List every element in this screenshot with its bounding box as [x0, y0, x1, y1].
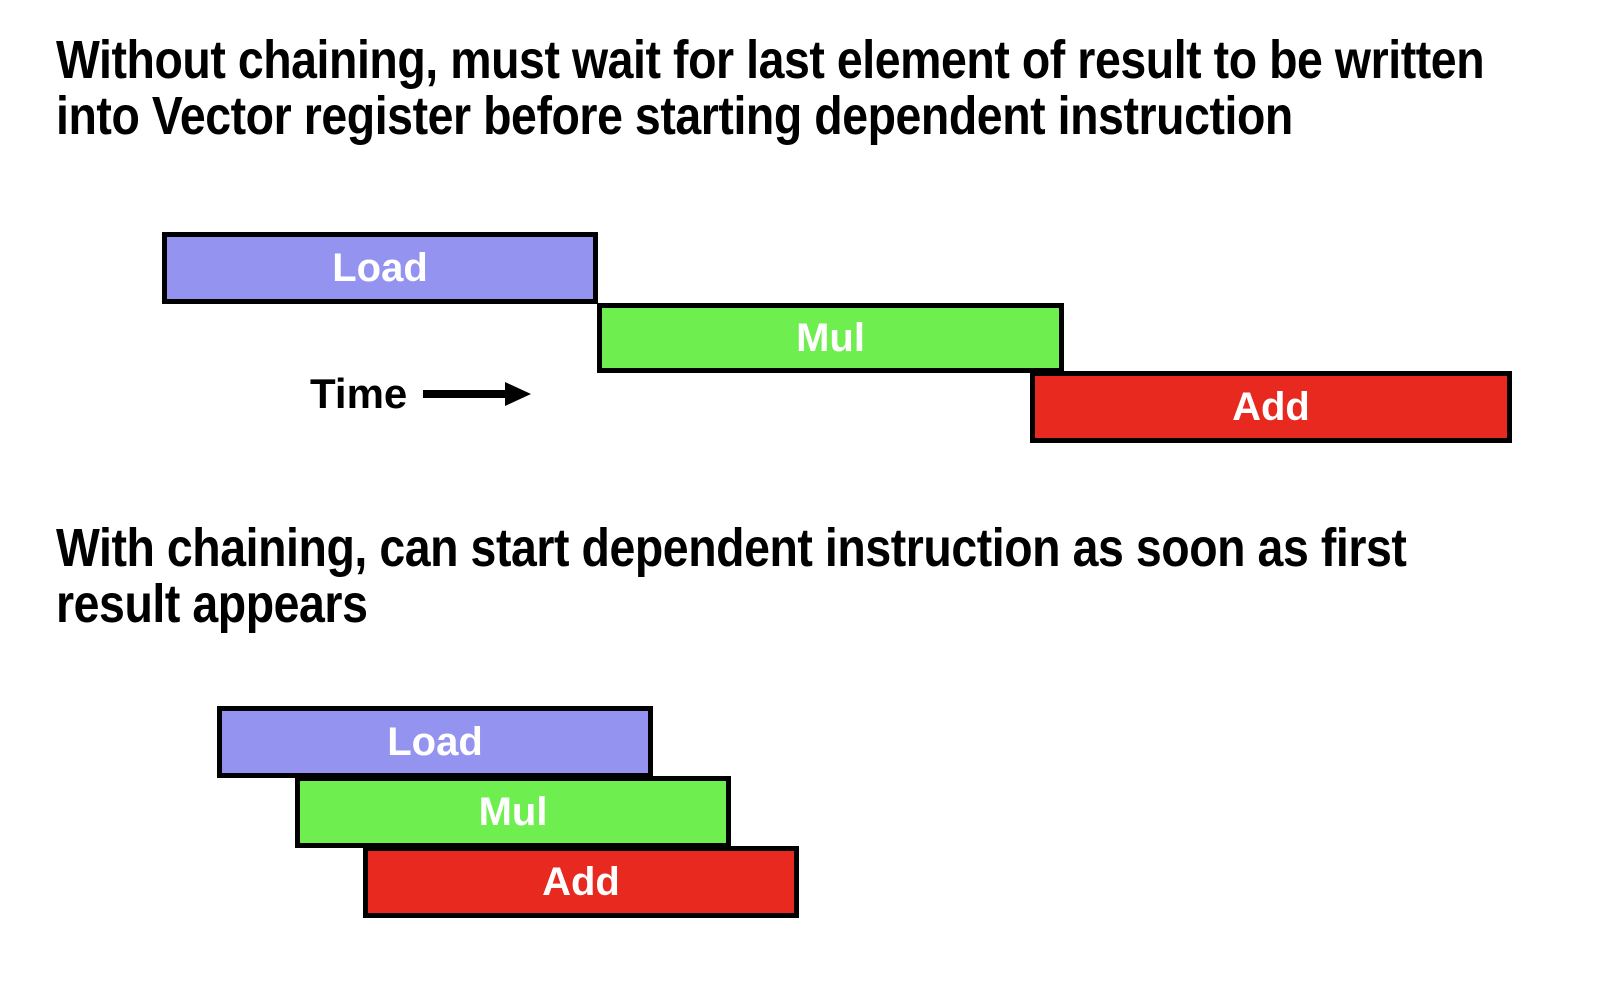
- bar-load-with-chaining: Load: [217, 706, 653, 778]
- bar-label-load: Load: [387, 720, 483, 764]
- bar-mul-with-chaining: Mul: [295, 776, 731, 848]
- bar-label-add: Add: [542, 860, 620, 904]
- heading-with-chaining: With chaining, can start dependent instr…: [56, 518, 1419, 635]
- time-axis-label: Time: [310, 370, 408, 417]
- bar-label-load: Load: [332, 246, 428, 290]
- heading-without-chaining: Without chaining, must wait for last ele…: [56, 30, 1497, 147]
- bar-label-mul: Mul: [478, 790, 548, 834]
- bar-mul-without-chaining: Mul: [597, 303, 1064, 373]
- time-axis-annotation: Time: [310, 373, 533, 415]
- bar-label-add: Add: [1232, 385, 1310, 429]
- arrow-right-icon: [423, 382, 532, 406]
- bar-load-without-chaining: Load: [162, 232, 598, 304]
- bar-add-with-chaining: Add: [363, 846, 799, 918]
- bar-label-mul: Mul: [796, 316, 865, 360]
- bar-add-without-chaining: Add: [1030, 371, 1512, 443]
